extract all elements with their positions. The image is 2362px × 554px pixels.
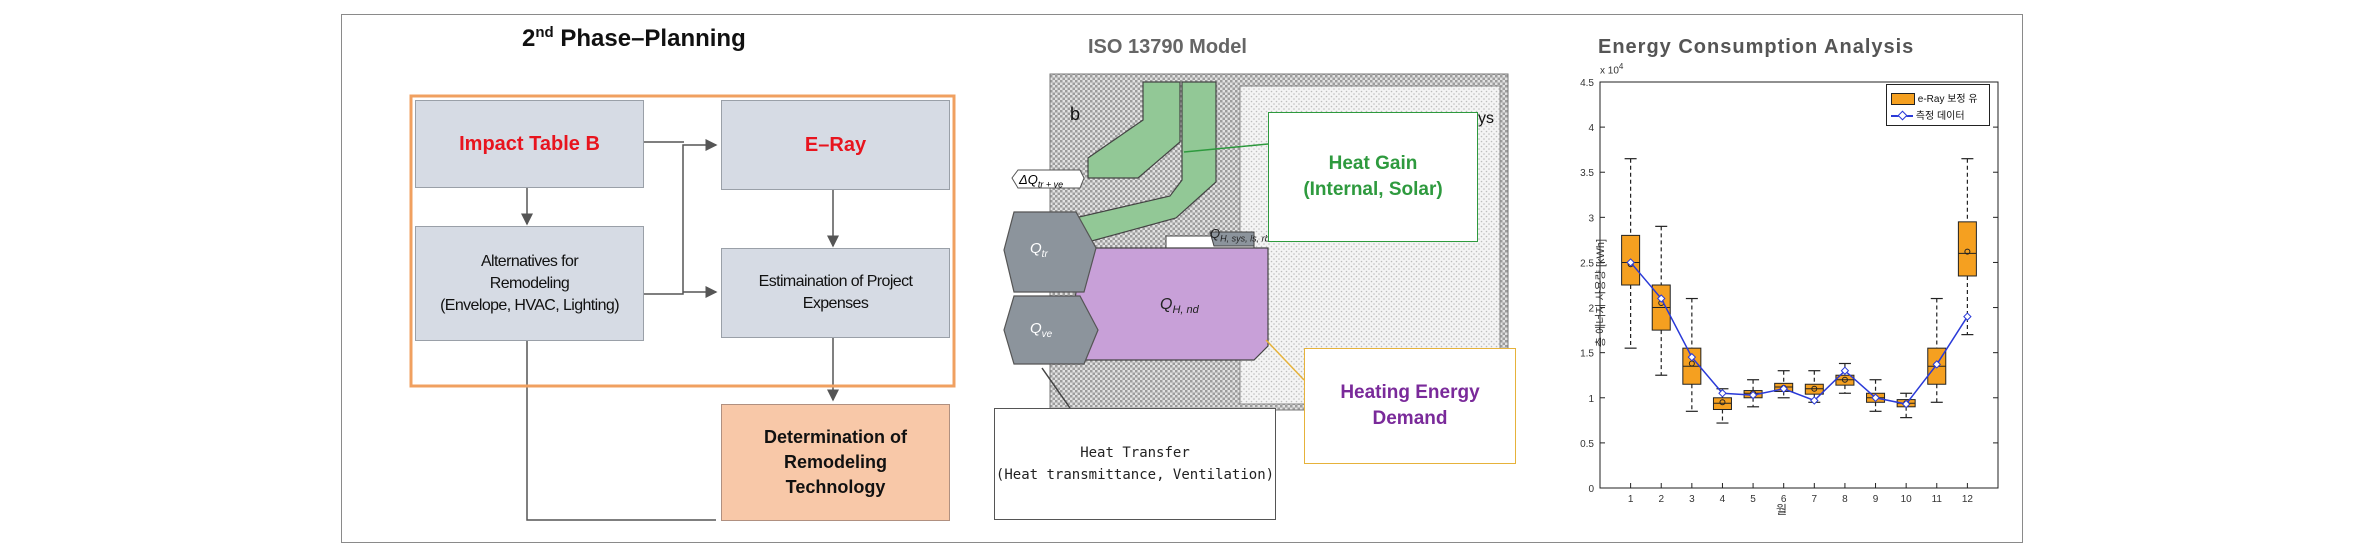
- measured-point: [1840, 366, 1850, 375]
- y-tick-label: 4: [1588, 123, 1594, 134]
- heat-gain-line-2: (Internal, Solar): [1303, 179, 1443, 200]
- heating-demand-callout: Heating Energy Demand: [1304, 348, 1516, 464]
- q-hsys-label: QH, sys, ls, rbl: [1210, 226, 1272, 244]
- chart-title: Energy Consumption Analysis: [1598, 36, 1915, 58]
- heating-demand-line-2: Demand: [1372, 408, 1448, 429]
- q-tr-label: Qtr: [1030, 240, 1048, 260]
- box-mean: [1719, 399, 1726, 406]
- box-mean: [1964, 248, 1971, 255]
- q-trve-label: ΔQtr + ve: [1019, 172, 1064, 190]
- x-tick-label: 10: [1901, 494, 1913, 505]
- measured-point: [1871, 393, 1880, 403]
- heat-transfer-callout: Heat Transfer (Heat transmittance, Venti…: [994, 408, 1276, 520]
- y-tick-label: 3: [1588, 213, 1594, 224]
- legend-box-label: e-Ray 보정 유: [1917, 94, 1978, 105]
- measured-point: [1810, 396, 1819, 405]
- loss-tr-shape: [1003, 211, 1097, 293]
- heat-transfer-line-2: (Heat transmittance, Ventilation): [995, 467, 1275, 483]
- x-tick-label: 3: [1689, 494, 1695, 505]
- determination-box: Determination of Remodeling Technology: [721, 404, 950, 521]
- measured-point: [1718, 389, 1727, 398]
- iso-title: ISO 13790 Model: [1088, 36, 1247, 58]
- eray-label: E–Ray: [804, 133, 867, 156]
- y-tick-label: 1.5: [1580, 349, 1594, 360]
- y-tick-label: 0.5: [1580, 439, 1594, 450]
- determination-line-3: Technology: [785, 477, 886, 497]
- y-tick-label: 4.5: [1580, 78, 1594, 89]
- impact-table-box: Impact Table B: [415, 100, 644, 188]
- heat-transfer-line-1: Heat Transfer: [1080, 445, 1190, 461]
- loss-ve-shape: [1003, 295, 1099, 365]
- iso-label-b: b: [1070, 104, 1081, 124]
- y-axis-label: 총 에너지 사용량 [kWh]: [1595, 238, 1607, 348]
- determination-line-1: Determination of: [763, 427, 907, 447]
- chart-legend: e-Ray 보정 유 측정 데이터: [1886, 84, 1990, 126]
- alternatives-line-1: Alternatives for: [480, 252, 579, 270]
- heat-gain-callout: Heat Gain (Internal, Solar): [1268, 112, 1478, 242]
- heating-demand-line-1: Heating Energy: [1340, 382, 1480, 403]
- legend-line-swatch: [1891, 110, 1913, 121]
- q-ve-label: Qve: [1030, 320, 1053, 340]
- x-tick-label: 5: [1750, 494, 1756, 505]
- flow-title: 2nd Phase–Planning: [522, 24, 746, 52]
- legend-box-swatch: [1891, 93, 1915, 106]
- q-hnd-label: QH, nd: [1160, 296, 1199, 317]
- estimation-line-2: Expenses: [802, 295, 869, 312]
- measured-point: [1626, 258, 1635, 267]
- y-tick-label: 0: [1588, 484, 1594, 495]
- measured-point: [1656, 294, 1666, 303]
- box-mean: [1811, 385, 1818, 392]
- estimation-line-1: Estimaination of Project: [758, 273, 913, 290]
- legend-item-line: 측정 데이터: [1891, 107, 1965, 122]
- impact-table-label: Impact Table B: [459, 132, 600, 155]
- y-tick-label: 2.5: [1580, 258, 1594, 269]
- y-multiplier: x 104: [1600, 62, 1624, 77]
- measured-point: [1963, 312, 1972, 321]
- x-tick-label: 9: [1873, 494, 1879, 505]
- measured-point: [1779, 384, 1788, 393]
- y-tick-label: 1: [1588, 394, 1594, 405]
- y-tick-label: 3.5: [1580, 168, 1594, 179]
- measured-point: [1901, 399, 1911, 409]
- green-gain-shape-1: [1087, 81, 1181, 179]
- x-tick-label: 11: [1932, 494, 1943, 505]
- x-axis-label: 월: [1776, 503, 1788, 517]
- measured-line: [1630, 261, 1969, 405]
- measured-point: [1748, 390, 1758, 400]
- box-mean: [1841, 376, 1848, 383]
- x-tick-label: 2: [1658, 494, 1664, 505]
- alternatives-line-3: (Envelope, HVAC, Lighting): [440, 296, 619, 314]
- x-tick-label: 8: [1842, 494, 1848, 505]
- measured-point: [1687, 352, 1697, 362]
- x-tick-label: 7: [1812, 494, 1818, 505]
- x-tick-label: 6: [1781, 494, 1787, 505]
- determination-line-2: Remodeling: [783, 452, 887, 472]
- legend-line-label: 측정 데이터: [1915, 111, 1965, 122]
- alternatives-box: Alternatives for Remodeling (Envelope, H…: [415, 226, 644, 341]
- measured-point: [1932, 360, 1942, 369]
- alternatives-line-2: Remodeling: [489, 274, 570, 292]
- y-tick-label: 2: [1588, 304, 1594, 315]
- estimation-box: Estimaination of Project Expenses: [721, 248, 950, 338]
- legend-item-box: e-Ray 보정 유: [1891, 90, 1978, 106]
- x-tick-label: 4: [1720, 494, 1726, 505]
- x-tick-label: 1: [1628, 494, 1634, 505]
- x-tick-label: 12: [1962, 494, 1974, 505]
- eray-box: E–Ray: [721, 100, 950, 190]
- heat-gain-line-1: Heat Gain: [1328, 153, 1418, 174]
